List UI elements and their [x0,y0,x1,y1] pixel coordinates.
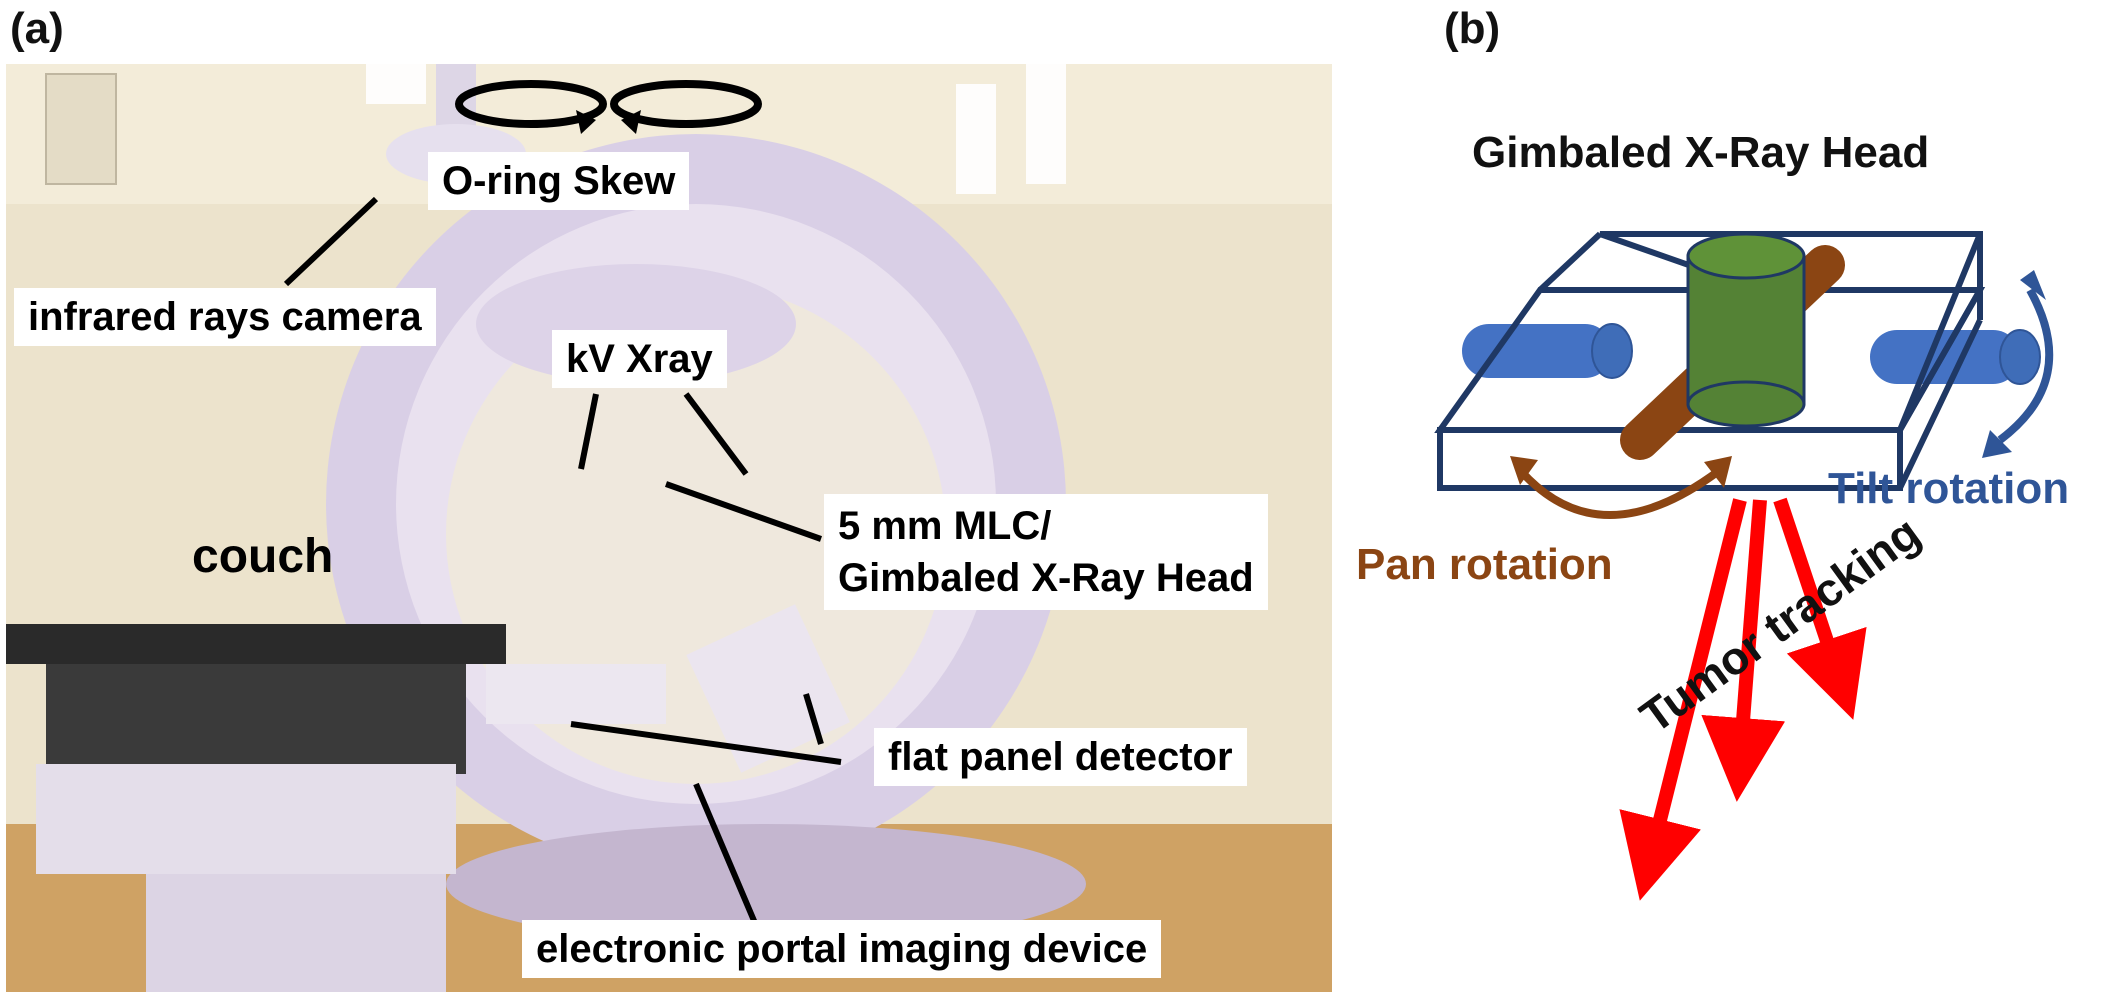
label-mlc-line1: 5 mm MLC/ [838,504,1052,548]
panel-b-label: (b) [1444,4,1501,53]
panel-a-label: (a) [10,4,64,53]
xray-head-cylinder [1686,232,1806,428]
gimbal-diagram: Gimbaled X-Ray Head Tilt rotation Pan ro… [1340,0,2128,992]
diagram-title: Gimbaled X-Ray Head [1472,128,1930,177]
tilt-rotation-label: Tilt rotation [1828,464,2070,513]
label-couch: couch [192,530,334,583]
label-flat-panel: flat panel detector [874,728,1247,786]
gimbal-drawing [1434,231,2054,901]
tilt-rod-left [1462,323,1633,379]
pan-rotation-label: Pan rotation [1356,540,1613,589]
label-epid: electronic portal imaging device [522,920,1162,978]
label-mlc-line2: Gimbaled X-Ray Head [838,556,1254,600]
treatment-room-photo: O-ring Skew infrared rays camera kV Xray… [6,64,1332,992]
label-oring-skew: O-ring Skew [428,152,690,210]
label-mlc-head: 5 mm MLC/ Gimbaled X-Ray Head [824,494,1268,610]
label-infrared-camera: infrared rays camera [14,288,436,346]
label-kv-xray: kV Xray [552,330,727,388]
